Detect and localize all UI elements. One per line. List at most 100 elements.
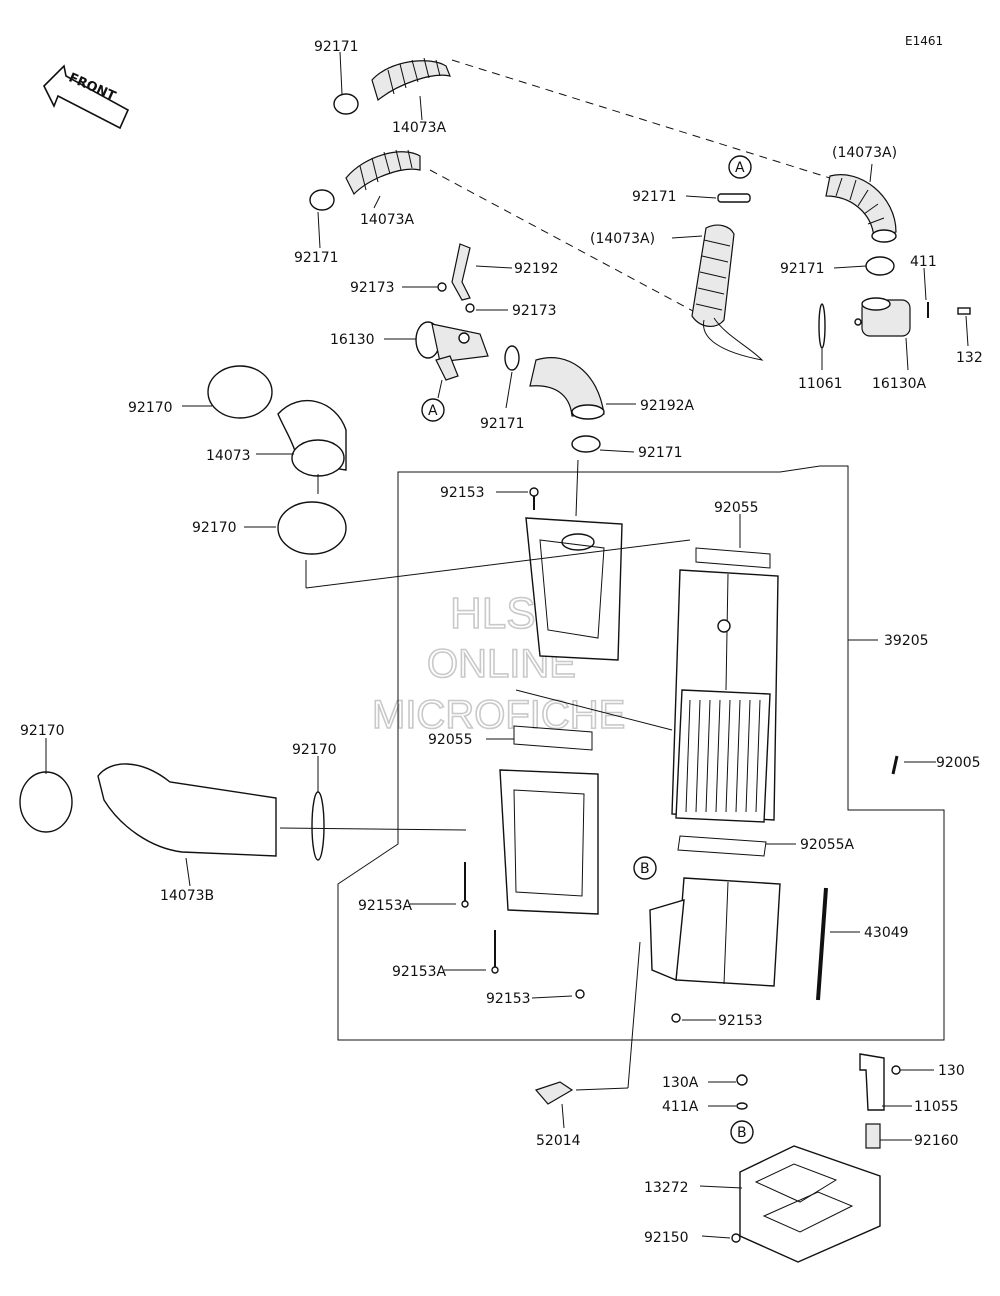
label-92055-top: 92055 <box>714 500 759 516</box>
label-92171-a: 92171 <box>632 189 677 205</box>
routing-line-1 <box>451 59 831 179</box>
fitting-92005 <box>891 755 899 775</box>
callout-b-bottom <box>730 1120 754 1144</box>
label-16130A: 16130A <box>872 376 927 392</box>
label-92153-top: 92153 <box>440 485 485 501</box>
label-14073A-top: 14073A <box>392 120 447 136</box>
label-92171-low: 92171 <box>638 445 683 461</box>
clamp-92170-a <box>207 365 273 419</box>
label-14073B: 14073B <box>160 888 214 904</box>
intercooler-core <box>671 569 779 823</box>
label-92153-b: 92153 <box>718 1013 763 1029</box>
clamp-92173-a <box>437 282 447 292</box>
label-92170-b: 92170 <box>192 520 237 536</box>
label-92170-a: 92170 <box>128 400 173 416</box>
label-52014: 52014 <box>536 1133 581 1149</box>
clamp-92171-second <box>309 189 335 211</box>
clamp-92171-right <box>865 256 895 276</box>
label-92153-c: 92153 <box>486 991 531 1007</box>
rubber-92160 <box>865 1123 881 1149</box>
label-13272: 13272 <box>644 1180 689 1196</box>
callout-b-bottom-text: B <box>737 1125 747 1141</box>
plate-13272 <box>739 1145 881 1263</box>
callout-b-top-text: B <box>640 861 650 877</box>
label-92171-mid: 92171 <box>480 416 525 432</box>
watermark-line-3: MICROFICHE <box>372 693 625 737</box>
label-39205: 39205 <box>884 633 929 649</box>
label-411: 411 <box>910 254 937 270</box>
label-92192A: 92192A <box>640 398 695 414</box>
bolt-132 <box>957 307 971 315</box>
hose-92192 <box>451 243 471 301</box>
label-11061: 11061 <box>798 376 843 392</box>
label-92055-mid: 92055 <box>428 732 473 748</box>
label-130A: 130A <box>662 1075 699 1091</box>
label-92170-left: 92170 <box>20 723 65 739</box>
clamp-92170-mid <box>311 791 325 861</box>
clamp-92171-low <box>571 435 601 453</box>
hose-14073A-middle <box>691 224 764 361</box>
valve-16130A <box>854 297 911 337</box>
part-labels: 92171 14073A 14073A 92171 92171 (14073A)… <box>20 39 983 1246</box>
label-14073: 14073 <box>206 448 251 464</box>
intercooler-lower-housing <box>499 769 599 915</box>
label-92153A-a: 92153A <box>358 898 413 914</box>
callout-a-top <box>728 155 752 179</box>
label-92055A: 92055A <box>800 837 855 853</box>
bolt-92153-top <box>529 487 539 497</box>
washer-411A <box>736 1102 748 1110</box>
gasket-92055-top <box>695 547 771 569</box>
label-14073A-2: 14073A <box>360 212 415 228</box>
label-92171-2: 92171 <box>294 250 339 266</box>
callout-a-mid-text: A <box>428 403 438 419</box>
clamp-92171-a <box>717 193 751 203</box>
intercooler-tray <box>649 877 781 987</box>
label-132: 132 <box>956 350 983 366</box>
hose-14073A-second <box>345 149 421 196</box>
gasket-11061 <box>818 303 826 349</box>
clamp-92170-left <box>19 771 73 833</box>
label-43049: 43049 <box>864 925 909 941</box>
clamp-92170-b <box>277 501 347 555</box>
fitting-52014 <box>534 1081 574 1105</box>
label-92150: 92150 <box>644 1230 689 1246</box>
bolt-92150 <box>731 1233 741 1243</box>
callout-a-top-text: A <box>735 160 745 176</box>
clamp-92171-top <box>333 93 359 115</box>
bracket-11055 <box>859 1053 885 1111</box>
hose-14073A-right <box>825 174 897 243</box>
clamp-92171-mid <box>504 345 520 371</box>
label-92171-top: 92171 <box>314 39 359 55</box>
routing-line-2 <box>429 169 707 319</box>
label-14073A-paren1: (14073A) <box>590 231 655 247</box>
leader-lines <box>45 51 969 1239</box>
label-92171-right: 92171 <box>780 261 825 277</box>
bolt-130A <box>736 1074 748 1086</box>
label-92160: 92160 <box>914 1133 959 1149</box>
label-92192: 92192 <box>514 261 559 277</box>
bolt-92153-b <box>671 1013 681 1023</box>
label-130: 130 <box>938 1063 965 1079</box>
diagram-code: E1461 <box>905 34 943 48</box>
hose-14073A-top <box>371 57 451 102</box>
label-92173-a: 92173 <box>350 280 395 296</box>
bolt-130 <box>891 1065 901 1075</box>
front-arrow-icon: FRONT <box>43 64 130 130</box>
gasket-92055A <box>677 835 767 857</box>
label-16130: 16130 <box>330 332 375 348</box>
label-11055: 11055 <box>914 1099 959 1115</box>
valve-16130 <box>415 321 489 381</box>
callout-b-top <box>633 856 657 880</box>
label-92170-mid: 92170 <box>292 742 337 758</box>
label-92173-b: 92173 <box>512 303 557 319</box>
gasket-92055-mid <box>513 725 593 751</box>
clamp-92173-b <box>465 303 475 313</box>
rod-43049 <box>816 887 828 1001</box>
label-92153A-b: 92153A <box>392 964 447 980</box>
assembly-frame <box>337 465 945 1041</box>
bolt-92153-c <box>575 989 585 999</box>
callout-a-mid <box>421 398 445 422</box>
duct-14073B <box>97 763 277 857</box>
